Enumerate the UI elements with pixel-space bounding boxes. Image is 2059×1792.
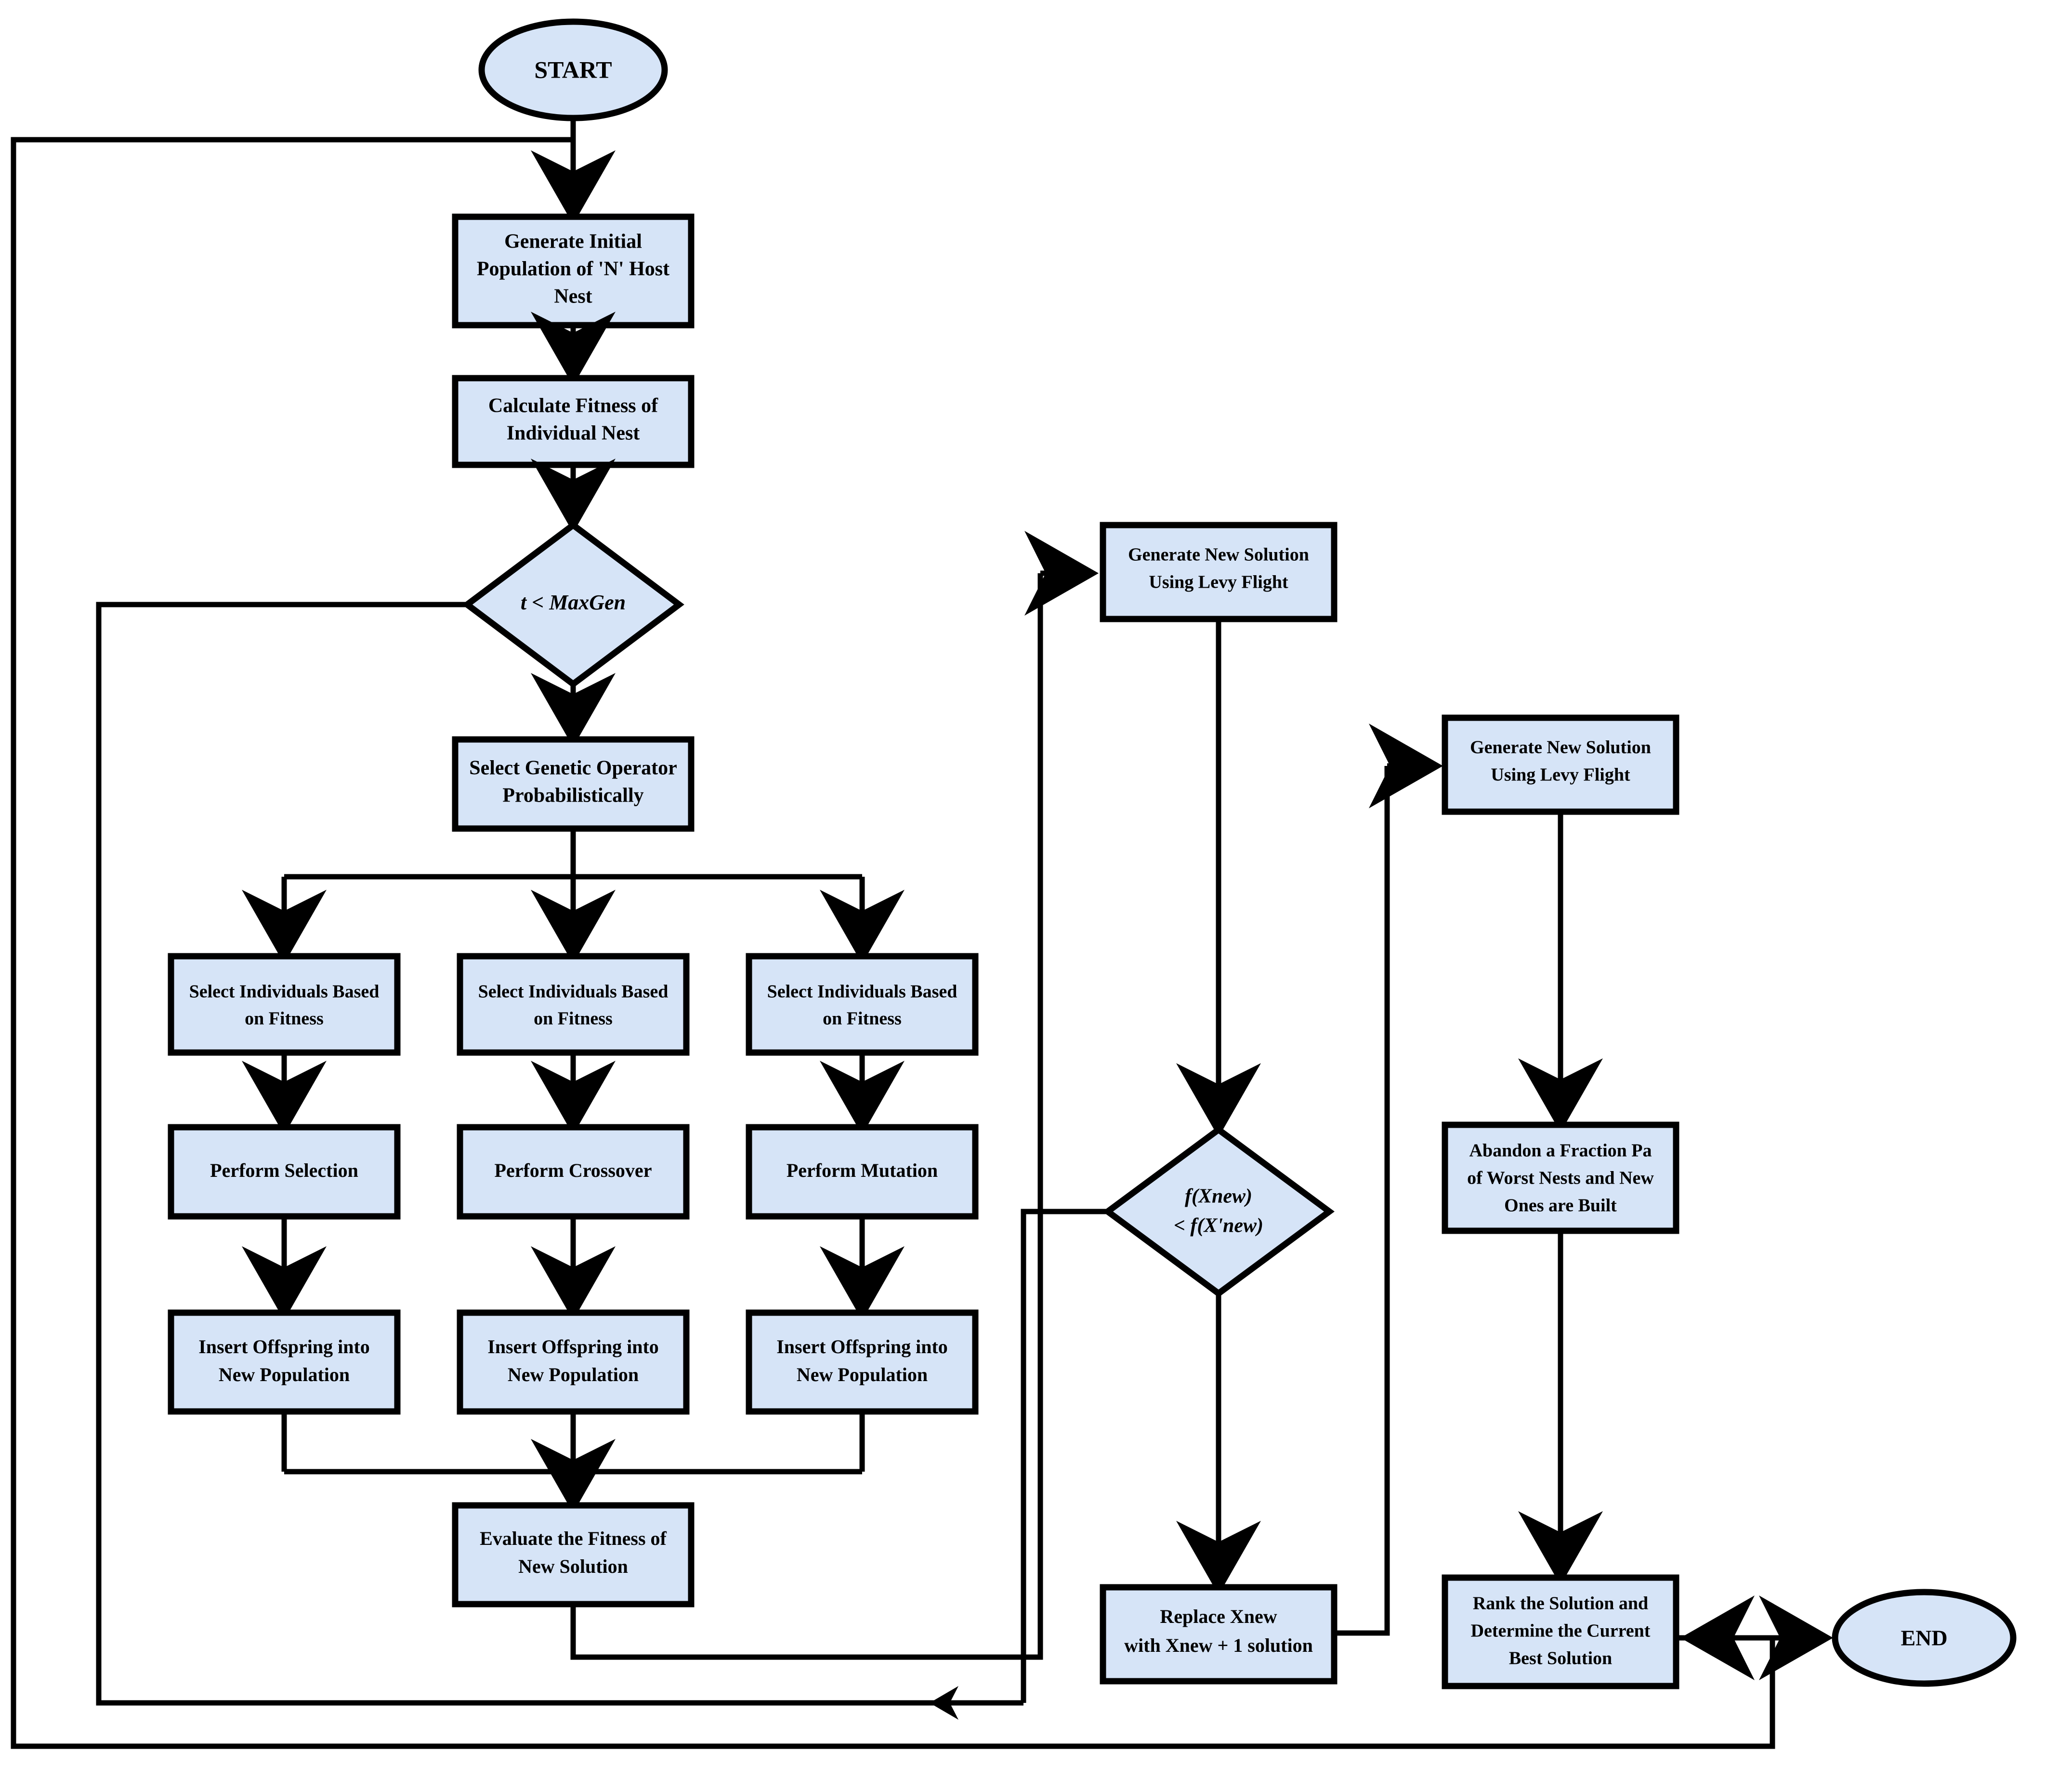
node-levy-flight-1-line2: Using Levy Flight [1149, 572, 1288, 593]
outer-loop-connector [11, 137, 1775, 1749]
node-levy-flight-2-line2: Using Levy Flight [1491, 765, 1630, 785]
node-fitness-compare-line1: f(Xnew) [1185, 1186, 1252, 1208]
node-insert-offspring-1[interactable]: Insert Offspring into New Population [168, 1309, 401, 1415]
node-levy-flight-2-line1: Generate New Solution [1470, 738, 1651, 758]
node-insert-offspring-3-line1: Insert Offspring into [776, 1336, 948, 1357]
node-select-individuals-2-line1: Select Individuals Based [478, 982, 669, 1002]
node-evaluate-fitness[interactable]: Evaluate the Fitness of New Solution [452, 1502, 695, 1608]
node-replace-xnew-line2: with Xnew + 1 solution [1124, 1634, 1313, 1656]
node-end[interactable]: END [1832, 1589, 2017, 1687]
node-start-label: START [534, 56, 612, 83]
node-insert-offspring-3[interactable]: Insert Offspring into New Population [746, 1309, 979, 1415]
node-levy-flight-1-line1: Generate New Solution [1128, 545, 1309, 565]
node-calculate-fitness-line1: Calculate Fitness of [488, 395, 658, 417]
evaluate-to-levy1-connector [570, 573, 1043, 1660]
node-fitness-compare-line2: < f(X'new) [1174, 1215, 1263, 1237]
node-abandon-fraction-line3: Ones are Built [1504, 1196, 1617, 1216]
node-insert-offspring-1-line2: New Population [219, 1364, 350, 1385]
node-perform-selection[interactable]: Perform Selection [168, 1124, 401, 1220]
node-insert-offspring-2[interactable]: Insert Offspring into New Population [457, 1309, 690, 1415]
node-generate-initial-population[interactable]: Generate Initial Population of 'N' Host … [452, 213, 695, 329]
replace-to-levy2-connector [1334, 766, 1390, 1636]
node-end-label: END [1901, 1626, 1947, 1650]
node-select-genetic-operator[interactable]: Select Genetic Operator Probabilisticall… [452, 736, 695, 832]
node-select-individuals-1[interactable]: Select Individuals Based on Fitness [168, 953, 401, 1056]
node-replace-xnew[interactable]: Replace Xnew with Xnew + 1 solution [1100, 1584, 1338, 1685]
node-generate-initial-population-line2: Population of 'N' Host [477, 258, 669, 280]
node-max-gen-decision-label: t < MaxGen [521, 591, 626, 614]
node-calculate-fitness[interactable]: Calculate Fitness of Individual Nest [452, 375, 695, 468]
node-calculate-fitness-line2: Individual Nest [507, 422, 640, 445]
node-levy-flight-2[interactable]: Generate New Solution Using Levy Flight [1442, 714, 1679, 815]
node-abandon-fraction-line1: Abandon a Fraction Pa [1469, 1141, 1652, 1161]
node-replace-xnew-line1: Replace Xnew [1160, 1606, 1277, 1627]
split-bus-connector [284, 829, 862, 880]
node-perform-mutation[interactable]: Perform Mutation [746, 1124, 979, 1220]
node-select-individuals-3-line1: Select Individuals Based [767, 982, 957, 1002]
node-levy-flight-1[interactable]: Generate New Solution Using Levy Flight [1100, 522, 1338, 622]
node-fitness-compare-decision[interactable]: f(Xnew) < f(X'new) [1102, 1125, 1335, 1298]
node-rank-solution-line1: Rank the Solution and [1473, 1594, 1648, 1614]
node-perform-mutation-label: Perform Mutation [787, 1160, 938, 1181]
node-generate-initial-population-line1: Generate Initial [504, 231, 642, 253]
node-abandon-fraction-line2: of Worst Nests and New [1467, 1168, 1654, 1188]
node-rank-solution[interactable]: Rank the Solution and Determine the Curr… [1442, 1574, 1679, 1689]
node-rank-solution-line2: Determine the Current [1471, 1621, 1651, 1641]
node-select-individuals-2-line2: on Fitness [534, 1009, 613, 1029]
maxgen-false-connector [96, 602, 1023, 1706]
node-start[interactable]: START [478, 18, 668, 121]
node-insert-offspring-2-line2: New Population [508, 1364, 639, 1385]
node-perform-selection-label: Perform Selection [210, 1160, 358, 1181]
node-select-individuals-1-line2: on Fitness [245, 1009, 324, 1029]
node-insert-offspring-1-line1: Insert Offspring into [198, 1336, 370, 1357]
node-select-individuals-1-line1: Select Individuals Based [189, 982, 380, 1002]
node-select-genetic-operator-line1: Select Genetic Operator [469, 757, 677, 779]
node-perform-crossover-label: Perform Crossover [495, 1160, 652, 1181]
node-insert-offspring-3-line2: New Population [797, 1364, 928, 1385]
node-generate-initial-population-line3: Nest [554, 286, 592, 308]
node-select-individuals-3[interactable]: Select Individuals Based on Fitness [746, 953, 979, 1056]
node-rank-solution-line3: Best Solution [1509, 1648, 1612, 1669]
node-max-gen-decision[interactable]: t < MaxGen [462, 521, 684, 688]
node-evaluate-fitness-line2: New Solution [518, 1555, 628, 1577]
node-select-genetic-operator-line2: Probabilistically [502, 785, 643, 807]
node-abandon-fraction[interactable]: Abandon a Fraction Pa of Worst Nests and… [1442, 1121, 1679, 1234]
node-insert-offspring-2-line1: Insert Offspring into [487, 1336, 659, 1357]
maxgen-false-arrowhead [930, 1686, 958, 1720]
node-select-individuals-3-line2: on Fitness [823, 1009, 902, 1029]
node-perform-crossover[interactable]: Perform Crossover [457, 1124, 690, 1220]
node-evaluate-fitness-line1: Evaluate the Fitness of [480, 1528, 667, 1549]
node-select-individuals-2[interactable]: Select Individuals Based on Fitness [457, 953, 690, 1056]
compare-false-connector [1021, 1209, 1108, 1703]
